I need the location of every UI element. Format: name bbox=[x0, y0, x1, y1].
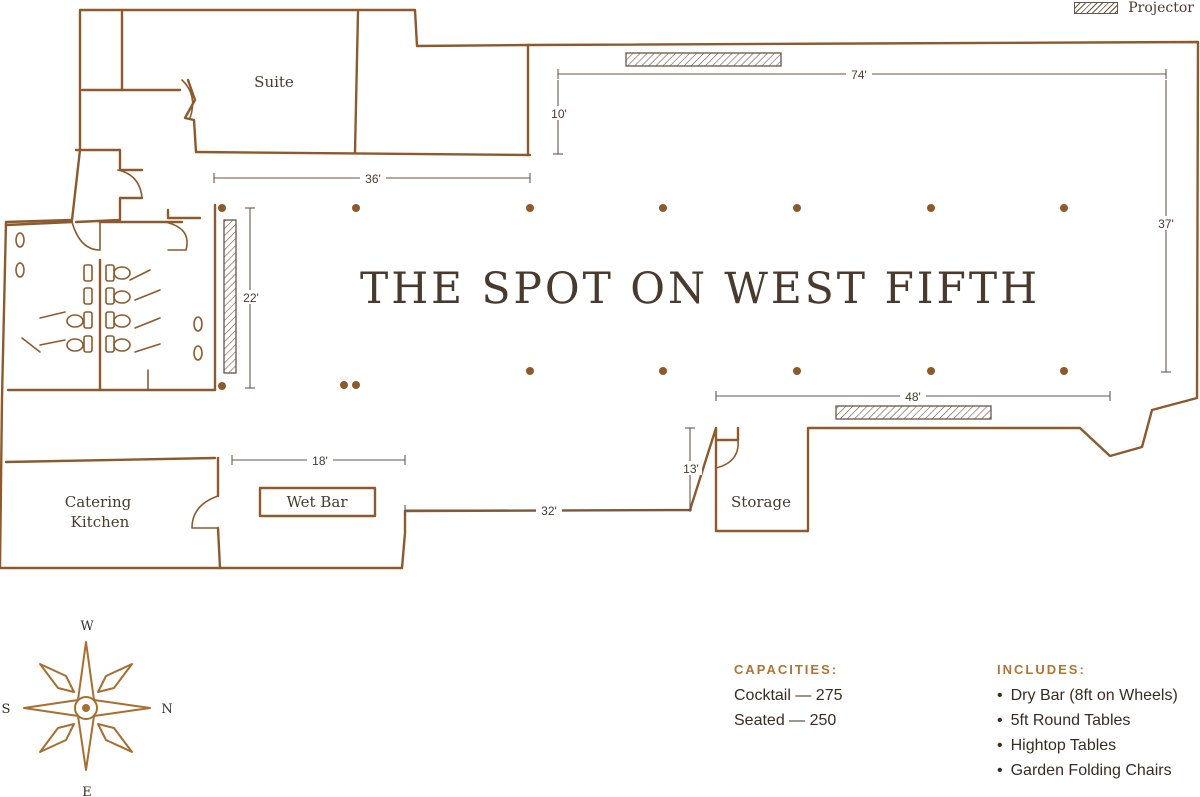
dim-48: 48' bbox=[905, 390, 921, 404]
catering-kitchen bbox=[4, 456, 222, 570]
projector-screens bbox=[223, 52, 992, 420]
dimension-labels: 74' 10' 36' 37' 22' 48' 18' 13' 32' bbox=[240, 67, 1178, 518]
columns bbox=[218, 204, 1068, 390]
restroom-block bbox=[4, 203, 217, 392]
compass-west-label: W bbox=[80, 619, 94, 634]
compass-north-label: N bbox=[161, 702, 172, 717]
capacity-cocktail: Cocktail — 275 bbox=[734, 687, 843, 704]
dim-13: 13' bbox=[683, 462, 699, 476]
includes-item: 5ft Round Tables bbox=[997, 708, 1178, 733]
dim-10: 10' bbox=[551, 107, 567, 121]
room-label-wet-bar: Wet Bar bbox=[286, 493, 348, 511]
projector-swatch bbox=[1074, 2, 1119, 14]
wet-bar-counter bbox=[258, 486, 377, 518]
dim-32: 32' bbox=[541, 504, 557, 518]
includes-heading: INCLUDES: bbox=[997, 662, 1086, 677]
room-label-catering-1: Catering bbox=[65, 493, 132, 511]
toilet-icons bbox=[66, 264, 131, 353]
compass-rose: W S N E bbox=[2, 619, 173, 797]
dim-36: 36' bbox=[365, 172, 381, 186]
compass-east-label: E bbox=[82, 785, 92, 797]
includes-item: Dry Bar (8ft on Wheels) bbox=[997, 683, 1178, 708]
room-label-storage: Storage bbox=[731, 493, 791, 511]
storage-room bbox=[714, 426, 740, 469]
dim-18: 18' bbox=[312, 454, 328, 468]
room-label-catering-2: Kitchen bbox=[71, 513, 130, 531]
venue-title: THE SPOT ON WEST FIFTH bbox=[360, 264, 1040, 314]
compass-south-label: S bbox=[2, 702, 11, 717]
suite-area bbox=[74, 10, 532, 224]
includes-block: INCLUDES: Dry Bar (8ft on Wheels) 5ft Ro… bbox=[997, 662, 1178, 783]
dim-22: 22' bbox=[243, 291, 259, 305]
includes-list: Dry Bar (8ft on Wheels) 5ft Round Tables… bbox=[997, 683, 1178, 783]
legend: Projector bbox=[1074, 0, 1194, 16]
dim-74: 74' bbox=[851, 68, 867, 82]
includes-item: Hightop Tables bbox=[997, 733, 1178, 758]
legend-label: Projector bbox=[1128, 0, 1194, 16]
capacities-block: CAPACITIES: Cocktail — 275 Seated — 250 bbox=[734, 662, 843, 733]
sink-icons bbox=[15, 232, 203, 361]
capacities-heading: CAPACITIES: bbox=[734, 662, 839, 677]
includes-item: Garden Folding Chairs bbox=[997, 758, 1178, 783]
capacity-seated: Seated — 250 bbox=[734, 712, 837, 729]
outer-walls bbox=[0, 8, 1200, 570]
dim-37: 37' bbox=[1158, 217, 1174, 231]
room-label-suite: Suite bbox=[254, 73, 294, 91]
